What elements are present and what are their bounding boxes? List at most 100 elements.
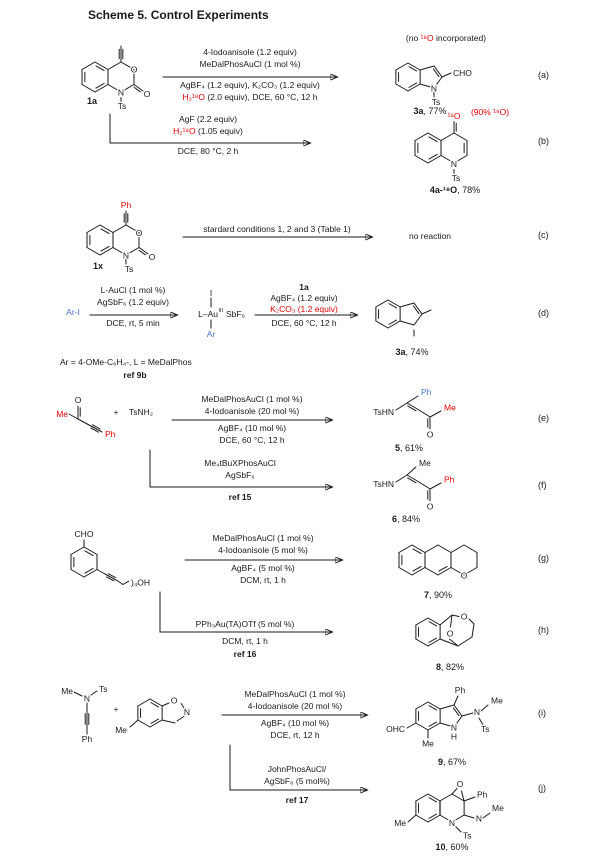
compound-number-3a-d: 3a — [395, 347, 406, 357]
ts-label-9: Ts — [481, 724, 490, 734]
tshn-label-6: TsHN — [373, 479, 394, 489]
note-a-post: incorporated) — [433, 33, 487, 43]
footnote-ar-l-definition: Ar = 4-OMe-C₆H₄-, L = MeDalPhos — [60, 357, 192, 367]
cond-b-line2: H₂¹⁸O (1.05 equiv) — [173, 126, 243, 136]
cond-i-line4: DCE, rt, 12 h — [270, 730, 320, 740]
cond-i-line2: 4-Iodoanisole (20 mol %) — [247, 701, 343, 711]
cond-e-line4: DCE, 60 °C, 12 h — [219, 435, 285, 445]
o2-label-8: O — [447, 629, 454, 639]
exo-n-label-10: N — [476, 814, 482, 824]
nh-h-label-9: H — [451, 732, 457, 742]
compound-label-4a: 4a-¹⁸O, 78% — [430, 185, 480, 195]
ph-label-ynone: Ph — [105, 429, 116, 439]
reaction-tag-c: (c) — [538, 230, 549, 240]
me-label-anthranil: Me — [115, 725, 127, 735]
ts-label-ynamide: Ts — [99, 684, 108, 694]
reaction-tag-h: (h) — [538, 625, 549, 635]
me-label-9: Me — [422, 739, 434, 749]
cond-e-line3: AgBF₄ (10 mol %) — [217, 423, 287, 433]
tsnh2-label: TsNH₂ — [128, 407, 154, 417]
cond-a-line2: MeDalPhosAuCl (1 mol %) — [199, 59, 301, 69]
reaction-tag-e: (e) — [538, 413, 549, 423]
l-au-label-intermediate: L–Au — [198, 309, 218, 319]
compound-label-6: 6, 84% — [392, 514, 420, 524]
compound-yield-9: , 67% — [443, 757, 467, 767]
cho-label-g-reactant: CHO — [75, 529, 94, 539]
ref-9b: ref 9b — [123, 370, 147, 380]
me-label-5: Me — [444, 403, 456, 413]
cond-g-line1: MeDalPhosAuCl (1 mol %) — [212, 533, 314, 543]
o-label-5: O — [427, 430, 434, 440]
cond-g-line2: 4-Iodoanisole (5 mol %) — [218, 545, 308, 555]
arrow-j — [229, 744, 367, 790]
cho-label-3a-a: CHO — [453, 68, 472, 78]
cond-d2-reagent-1a: 1a — [299, 282, 309, 292]
cond-d2-line2: K₂CO₃ (1.2 equiv) — [270, 304, 338, 314]
me-label-ynamide: Me — [61, 686, 73, 696]
compound-number-6: 6 — [391, 514, 397, 524]
cond-a-h218o: H₂¹⁸O — [182, 92, 205, 102]
compound-yield-8: , 82% — [441, 662, 465, 672]
o18-label-4a: ¹⁸O — [447, 111, 460, 121]
reaction-tag-a: (a) — [538, 70, 549, 80]
ts-label-1a: Ts — [118, 101, 127, 111]
carbonyl-o-label-1a: O — [144, 89, 151, 99]
cond-h-line1: PPh₃Au(TA)OTf (5 mol %) — [195, 619, 295, 629]
epoxide-o-label-10: O — [457, 779, 464, 789]
scheme-title: Scheme 5. Control Experiments — [88, 8, 269, 22]
note-no-o18: (no ¹⁸O incorporated) — [406, 33, 486, 43]
compound-number-1x: 1x — [92, 261, 104, 271]
ring-o-label-1a: O — [131, 65, 138, 75]
compound-yield-10: , 60% — [445, 842, 469, 852]
cond-d1-line3: DCE, rt, 5 min — [106, 318, 160, 328]
cond-j-line2: AgSbF₆ (5 mol%) — [264, 776, 330, 786]
exo-me-label-10: Me — [492, 803, 504, 813]
reaction-arrows — [89, 77, 372, 790]
compound-number-3a-a: 3a — [413, 106, 424, 116]
compound-yield-4a: , 78% — [457, 185, 481, 195]
ring-n-label-10: N — [449, 818, 455, 828]
plus-sign-i: + — [113, 704, 119, 714]
cond-i-line3: AgBF₄ (10 mol %) — [260, 718, 330, 728]
cond-g-line3: AgBF₄ (5 mol %) — [231, 563, 295, 573]
o-label-ynone: O — [75, 395, 82, 405]
cond-e-line2: 4-Iodoanisole (20 mol %) — [204, 406, 300, 416]
exo-me-label-9: Me — [491, 696, 503, 706]
me-label-6: Me — [419, 458, 431, 468]
ohc-label-9: OHC — [386, 724, 405, 734]
n-label-ynamide: N — [84, 694, 90, 704]
cond-b-line1: AgF (2.2 equiv) — [178, 114, 238, 124]
cond-c-line1: stardard conditions 1, 2 and 3 (Table 1) — [203, 224, 351, 234]
o1-label-8: O — [461, 612, 468, 622]
ar-i-label: Ar-I — [66, 307, 80, 317]
ring-o-label-7: O — [461, 571, 468, 581]
compound-yield-5: , 61% — [400, 443, 424, 453]
compound-label-3a-a: 3a, 77% — [413, 106, 446, 116]
compound-yield-7: , 90% — [429, 590, 453, 600]
ph-label-ynamide: Ph — [82, 734, 93, 744]
cond-a-line1: 4-Iodoanisole (1.2 equiv) — [203, 47, 297, 57]
ph-label-10: Ph — [477, 790, 488, 800]
arrow-f — [149, 449, 332, 487]
compound-label-5: 5, 61% — [395, 443, 423, 453]
me-label-10: Me — [394, 818, 406, 828]
ar-label-intermediate: Ar — [207, 329, 216, 339]
cond-d2-line3: DCE, 60 °C, 12 h — [271, 318, 337, 328]
cond-a-line4: H₂¹⁸O (2.0 equiv), DCE, 60 °C, 12 h — [182, 92, 317, 102]
ph-label-9: Ph — [455, 685, 466, 695]
note-90-o18: (90% ¹⁸O) — [470, 107, 510, 117]
ph-label-5: Ph — [421, 387, 432, 397]
cond-b-h218o: H₂¹⁸O — [173, 126, 196, 136]
compound-label-8: 8, 82% — [436, 662, 464, 672]
o-label-anthranil: O — [171, 696, 178, 706]
note-a-o18: ¹⁸O — [420, 33, 434, 43]
cond-b-line3: DCE, 80 °C, 2 h — [177, 146, 239, 156]
iodide-label-intermediate: I — [210, 288, 212, 298]
n-label-anthranil: N — [184, 707, 190, 717]
cond-d1-line1: L-AuCl (1 mol %) — [100, 285, 166, 295]
n-label-1a: N — [118, 88, 124, 98]
ts-label-3a-a: Ts — [432, 97, 441, 107]
compound-number-1a: 1a — [86, 96, 98, 106]
cond-g-line4: DCM, rt, 1 h — [240, 575, 286, 585]
